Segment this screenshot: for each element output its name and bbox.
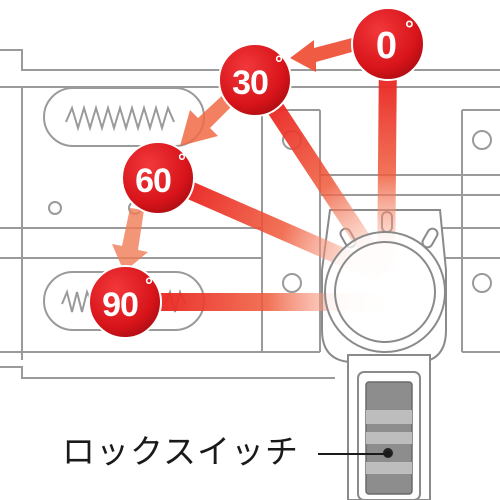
angle-value-60: 60 bbox=[135, 162, 171, 200]
angle-badge-0: 0 ° bbox=[351, 7, 425, 81]
rotation-arrow-30-60 bbox=[180, 92, 236, 146]
angle-badge-90: 90 ° bbox=[88, 265, 162, 339]
angle-unit-30: ° bbox=[275, 53, 283, 75]
lock-switch-label: ロックスイッチ bbox=[62, 432, 300, 471]
angle-value-90: 90 bbox=[102, 286, 138, 324]
pivot-disc bbox=[324, 231, 446, 353]
angle-badge-30: 30 ° bbox=[218, 43, 292, 117]
angle-badge-60: 60 ° bbox=[121, 141, 195, 215]
lock-switch-leader bbox=[318, 451, 391, 457]
lock-switch[interactable] bbox=[365, 381, 413, 495]
angle-value-30: 30 bbox=[232, 64, 268, 102]
angle-unit-60: ° bbox=[178, 151, 186, 173]
angle-value-0: 0 bbox=[376, 25, 396, 67]
spring-slot-upper bbox=[43, 87, 205, 147]
angle-unit-90: ° bbox=[145, 275, 153, 297]
rotation-arrow-60-90 bbox=[112, 208, 148, 272]
rotation-arrow-0-30 bbox=[290, 38, 352, 72]
angle-unit-0: ° bbox=[405, 16, 414, 41]
